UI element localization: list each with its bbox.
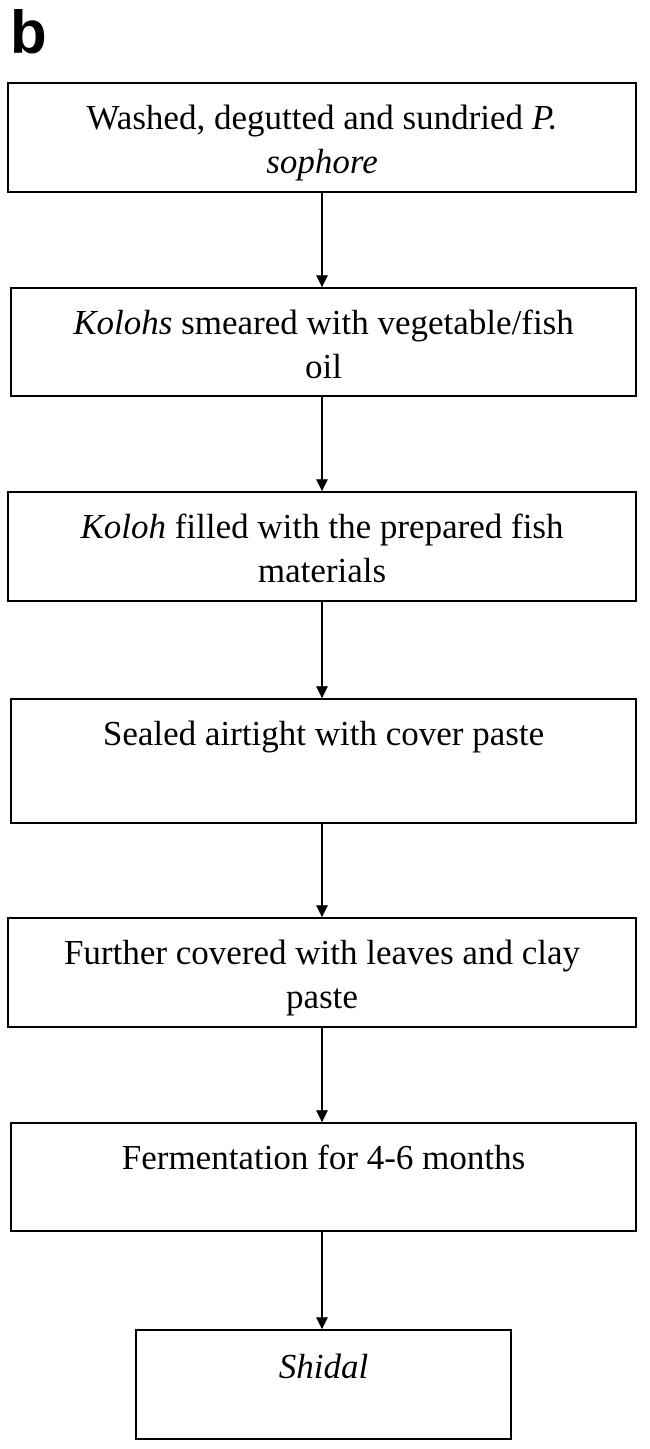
flow-step-2: Kolohs smeared with vegetable/fish oil bbox=[10, 287, 637, 397]
flow-step-5: Further covered with leaves and clay pas… bbox=[7, 917, 637, 1028]
flow-step-7: Shidal bbox=[135, 1329, 512, 1440]
step-line-2: materials bbox=[257, 551, 387, 590]
step-line-1: Sealed airtight with cover paste bbox=[102, 714, 545, 753]
flow-step-6: Fermentation for 4-6 months bbox=[10, 1122, 637, 1232]
step-line-2: oil bbox=[305, 347, 342, 386]
step-line-2: paste bbox=[286, 977, 358, 1016]
flow-step-1: Washed, degutted and sundried P. sophore bbox=[7, 82, 637, 193]
step-line-1: Kolohs smeared with vegetable/fish bbox=[73, 303, 574, 342]
flow-step-4: Sealed airtight with cover paste bbox=[10, 698, 637, 824]
flow-step-3: Koloh filled with the prepared fish mate… bbox=[7, 491, 637, 602]
panel-label: b bbox=[10, 0, 47, 66]
step-line-2: sophore bbox=[266, 142, 378, 181]
step-line-1: Washed, degutted and sundried P. bbox=[86, 98, 558, 137]
step-line-1: Koloh filled with the prepared fish bbox=[80, 507, 564, 546]
step-line-1: Further covered with leaves and clay bbox=[63, 933, 581, 972]
step-line-1: Fermentation for 4-6 months bbox=[121, 1138, 526, 1177]
step-line-1: Shidal bbox=[278, 1347, 369, 1386]
